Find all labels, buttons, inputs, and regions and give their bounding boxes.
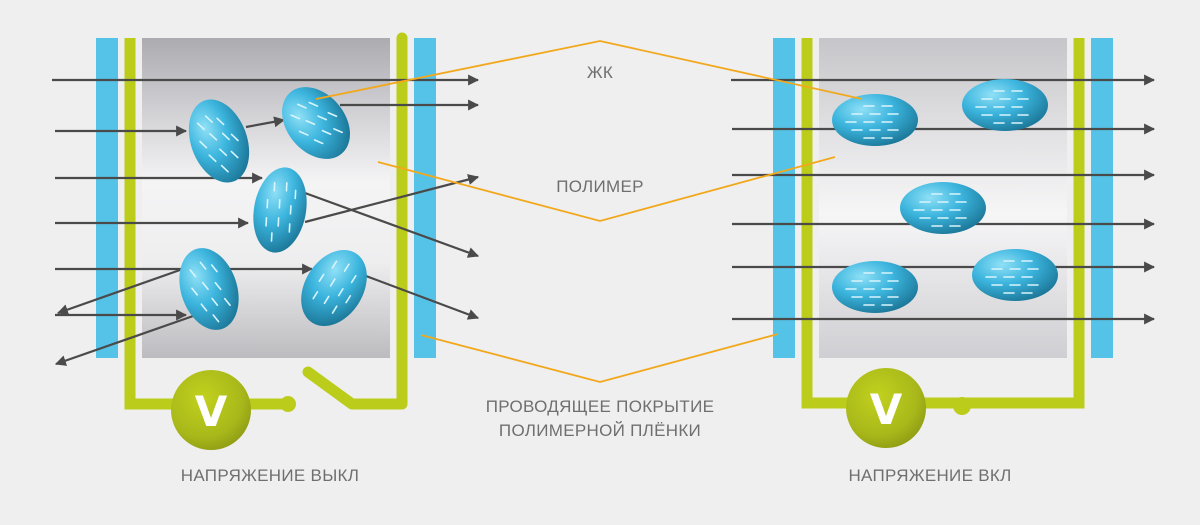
- lc-droplet: [188, 99, 250, 183]
- lc-droplet: [282, 87, 350, 159]
- lc-droplets-random: [179, 87, 367, 330]
- lc-droplet: [832, 261, 918, 313]
- circuit-junction: [953, 397, 971, 415]
- voltmeter-icon: [171, 370, 251, 450]
- circuit-wire: [302, 32, 408, 410]
- label-voltage-off: НАПРЯЖЕНИЕ ВЫКЛ: [180, 466, 360, 485]
- panel-voltage-off: V: [52, 32, 480, 450]
- label-coating-line1: ПРОВОДЯЩЕЕ ПОКРЫТИЕ: [485, 397, 715, 416]
- label-coating-line2: ПОЛИМЕРНОЙ ПЛЁНКИ: [498, 421, 702, 440]
- label-polymer: ПОЛИМЕР: [556, 177, 644, 196]
- lc-droplet: [179, 248, 239, 330]
- polymer-film-right: [414, 38, 436, 358]
- lc-droplet: [900, 182, 986, 234]
- circuit-wire: [801, 38, 1085, 409]
- voltmeter-symbol: V: [870, 385, 903, 434]
- label-liquid-crystal: ЖК: [586, 63, 614, 82]
- polymer-film-left: [773, 38, 795, 358]
- label-conductive-coating: ПРОВОДЯЩЕЕ ПОКРЫТИЕ ПОЛИМЕРНОЙ ПЛЁНКИ: [430, 395, 770, 443]
- voltmeter-icon: [846, 368, 926, 448]
- polymer-film-left: [96, 38, 118, 358]
- lc-droplet: [832, 94, 918, 146]
- label-voltage-on: НАПРЯЖЕНИЕ ВКЛ: [848, 466, 1012, 485]
- lc-droplet: [972, 249, 1058, 301]
- lc-droplet: [253, 167, 307, 253]
- polymer-film-right: [1091, 38, 1113, 358]
- panel-voltage-on: V: [731, 38, 1156, 448]
- switch-contact: [280, 396, 296, 412]
- lc-droplet: [301, 249, 367, 327]
- lc-droplets-aligned: [832, 79, 1058, 313]
- voltmeter-symbol: V: [195, 387, 228, 436]
- lc-droplet: [962, 79, 1048, 131]
- callout-lines: [315, 40, 863, 383]
